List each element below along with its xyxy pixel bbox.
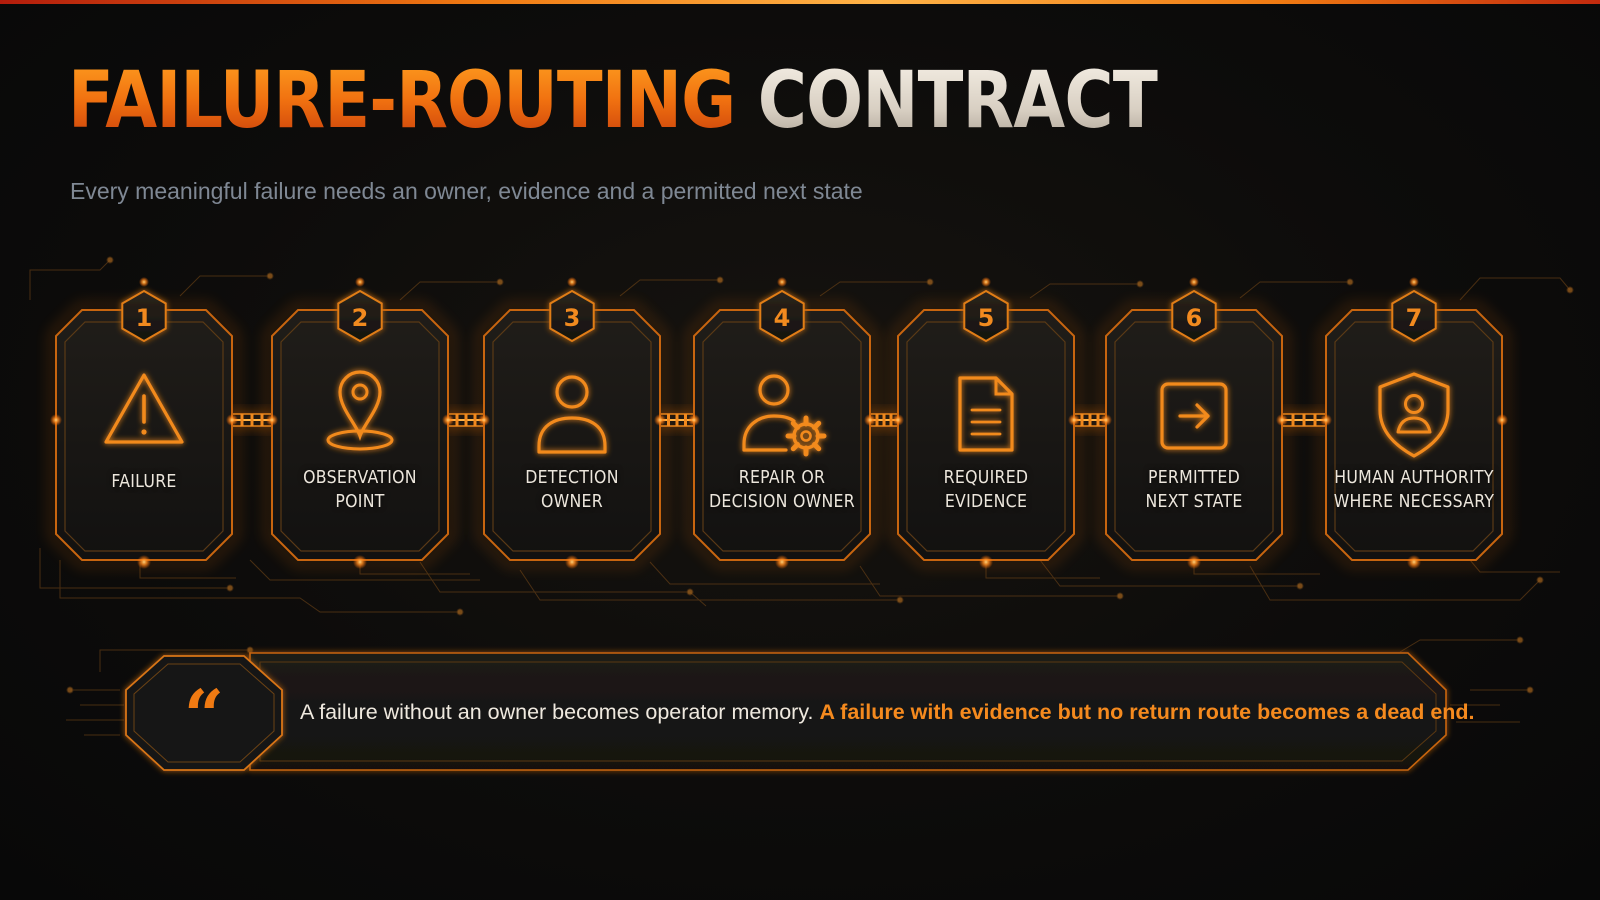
- step-number: 5: [978, 304, 995, 332]
- circuit-traces: [29, 256, 1574, 736]
- step-label-text: HUMAN AUTHORITY WHERE NECESSARY: [1333, 468, 1495, 512]
- quote-banner-inner: [259, 661, 1437, 762]
- step-card-frame: [55, 309, 233, 561]
- step-label-text: FAILURE: [111, 472, 177, 492]
- quote-text: A failure without an owner becomes opera…: [300, 700, 1475, 725]
- step-number: 6: [1186, 304, 1203, 332]
- step-badge: [1171, 289, 1217, 343]
- quote-banner-frame: [249, 652, 1447, 771]
- quote-highlight: A failure with evidence but no return ro…: [819, 700, 1475, 724]
- subtitle: Every meaningful failure needs an owner,…: [70, 178, 863, 204]
- step-card: 1: [50, 277, 238, 569]
- step-card-frame: [1105, 309, 1283, 561]
- step-label-text: OBSERVATION POINT: [303, 468, 417, 512]
- step-label-text: REPAIR OR DECISION OWNER: [709, 468, 855, 512]
- step-label: REPAIR OR DECISION OWNER: [701, 466, 863, 514]
- step-card: 5: [892, 277, 1080, 569]
- step-label-text: REQUIRED EVIDENCE: [943, 468, 1029, 512]
- step-label: REQUIRED EVIDENCE: [905, 466, 1067, 514]
- title-accent: FAILURE-ROUTING: [68, 56, 736, 146]
- step-label-text: DETECTION OWNER: [525, 468, 619, 512]
- user-gear-icon: [742, 374, 827, 457]
- step-card: 2: [266, 277, 454, 569]
- step-label: FAILURE: [63, 470, 225, 494]
- step-badge: [759, 289, 805, 343]
- step-label: HUMAN AUTHORITY WHERE NECESSARY: [1333, 466, 1495, 514]
- page-title: FAILURE-ROUTING CONTRACT: [68, 62, 1158, 140]
- step-card-frame: [1325, 309, 1503, 561]
- step-badge: [1391, 289, 1437, 343]
- quote-icon-frame: [125, 655, 283, 771]
- step-badge: [963, 289, 1009, 343]
- step-label: DETECTION OWNER: [491, 466, 653, 514]
- quote-icon-frame-inner: [133, 663, 275, 763]
- quote-icon: “: [184, 674, 224, 757]
- step-label: OBSERVATION POINT: [279, 466, 441, 514]
- step-card: 4: [688, 277, 876, 569]
- step-card-frame: [693, 309, 871, 561]
- step-label-text: PERMITTED NEXT STATE: [1145, 468, 1243, 512]
- step-badge: [121, 289, 167, 343]
- step-card: 7: [1320, 277, 1508, 569]
- quote-banner: “: [125, 652, 1447, 771]
- step-number: 3: [564, 304, 581, 332]
- step-badge: [337, 289, 383, 343]
- document-icon: [958, 376, 1014, 452]
- user-icon: [537, 375, 607, 454]
- shield-user-icon: [1378, 372, 1450, 458]
- step-card-frame: [483, 309, 661, 561]
- step-label: PERMITTED NEXT STATE: [1113, 466, 1275, 514]
- step-number: 7: [1406, 304, 1423, 332]
- step-badge: [549, 289, 595, 343]
- step-card: 3: [478, 277, 666, 569]
- top-accent-line: [0, 0, 1600, 4]
- arrow-right-box-icon: [1160, 382, 1228, 450]
- warning-icon: [104, 373, 184, 444]
- title-main: CONTRACT: [757, 56, 1159, 146]
- location-pin-icon: [326, 370, 394, 451]
- step-number: 1: [136, 304, 153, 332]
- step-number: 2: [352, 304, 369, 332]
- step-number: 4: [774, 304, 791, 332]
- step-card: 6: [1100, 277, 1288, 569]
- quote-plain: A failure without an owner becomes opera…: [300, 700, 814, 724]
